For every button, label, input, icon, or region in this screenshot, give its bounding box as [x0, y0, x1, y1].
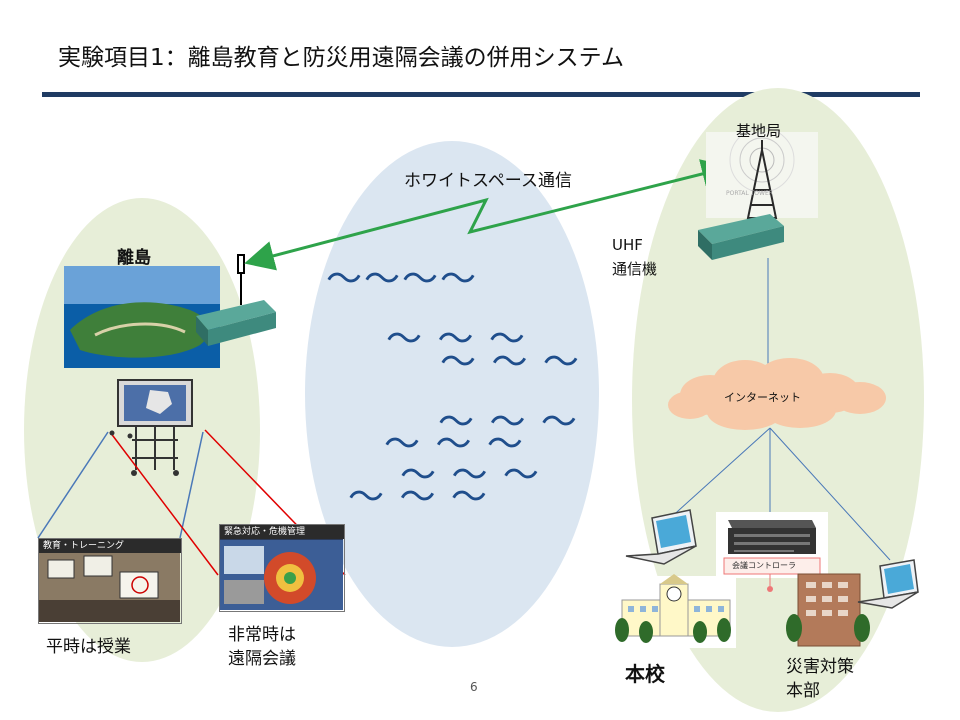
wave-2: 〜 〜 〜 — [386, 319, 527, 360]
normal-use-label: 平時は授業 — [46, 637, 131, 657]
uhf-label-2: 通信機 — [612, 260, 658, 278]
disaster-hq-building — [786, 573, 870, 647]
line-blue-right — [179, 431, 204, 539]
line-internet-laptop-left — [667, 427, 771, 521]
wave-7: 〜 〜 〜 — [348, 477, 489, 518]
line-red-left — [109, 431, 219, 576]
island-label: 離島 — [117, 248, 151, 268]
island-uhf-device — [196, 254, 276, 346]
laptop-right — [857, 559, 919, 609]
slide-title: 実験項目1：離島教育と防災用遠隔会議の併用システム — [58, 45, 624, 71]
wave-3: 〜 〜 〜 — [440, 342, 581, 383]
disaster-hq-label-2: 本部 — [786, 681, 820, 701]
island-photo — [64, 266, 220, 368]
main-school-building — [612, 574, 736, 648]
display-cart — [117, 379, 193, 476]
thumb-emergency-caption: 緊急対応・危機管理 — [220, 525, 344, 539]
base-station-label: 基地局 — [736, 122, 782, 140]
title-rule — [42, 92, 920, 97]
whitespace-label: ホワイトスペース通信 — [404, 171, 572, 191]
page-number: 6 — [470, 680, 478, 694]
laptop-left — [625, 509, 697, 565]
whitespace-link-arrow — [244, 159, 732, 271]
conference-controller — [716, 512, 828, 592]
thumb-training: 教育・トレーニング — [38, 538, 182, 624]
internet-cloud — [668, 358, 886, 430]
emergency-use-label-1: 非常時は — [228, 625, 296, 645]
wave-4: 〜 〜 〜 — [438, 402, 579, 443]
thumb-training-caption: 教育・トレーニング — [39, 539, 181, 553]
conference-controller-label: 会議コントローラ — [732, 561, 796, 570]
uhf-label-1: UHF — [612, 236, 643, 254]
wave-5: 〜 〜 〜 — [384, 424, 525, 465]
base-uhf-device — [698, 214, 784, 260]
wave-6: 〜 〜 〜 — [400, 455, 541, 496]
tower-watermark: PORTAL TOWER — [726, 190, 773, 197]
internet-label: インターネット — [724, 391, 801, 404]
line-blue-left — [37, 431, 109, 539]
emergency-use-label-2: 遠隔会議 — [228, 649, 296, 669]
thumb-emergency: 緊急対応・危機管理 — [219, 524, 345, 612]
main-school-label: 本校 — [625, 662, 665, 686]
disaster-hq-label-1: 災害対策 — [786, 657, 854, 677]
wave-1: 〜〜〜〜 — [326, 259, 479, 300]
line-internet-laptop-right — [769, 427, 891, 561]
whitespace-ellipse — [305, 141, 599, 647]
base-station-tower — [706, 127, 818, 219]
